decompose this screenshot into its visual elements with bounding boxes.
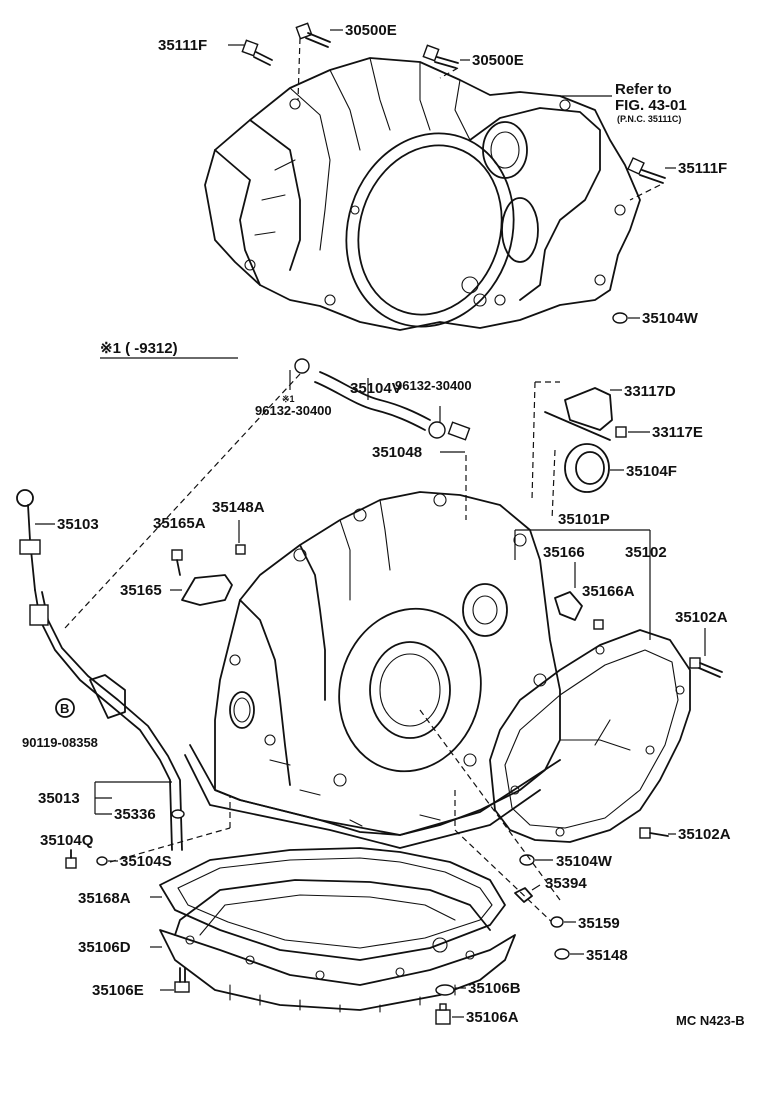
label-35013: 35013 — [38, 790, 80, 807]
label-30500e-top: 30500E — [345, 22, 397, 39]
plug-35148a — [235, 544, 246, 555]
label-35104q: 35104Q — [40, 832, 94, 849]
label-35165a: 35165A — [153, 515, 206, 532]
bracket-35165 — [170, 574, 233, 606]
label-35101p: 35101P — [558, 511, 610, 528]
transaxle-housing — [204, 57, 641, 331]
oil-pan-35106d — [159, 879, 516, 1013]
label-35104w-top: 35104W — [642, 310, 699, 327]
label-35102: 35102 — [625, 544, 667, 561]
label-35168a: 35168A — [78, 890, 131, 907]
label-35102a-bot: 35102A — [678, 826, 731, 843]
circle-b-letter: B — [60, 701, 69, 716]
label-30500e-mid: 30500E — [472, 52, 524, 69]
circle-b-icon: B — [55, 698, 75, 718]
label-35165: 35165 — [120, 582, 162, 599]
label-33117d: 33117D — [624, 383, 676, 400]
top-fasteners — [228, 22, 676, 324]
oil-pan-gasket-35168a — [159, 847, 506, 961]
label-96132-left: 96132-30400 — [255, 403, 332, 418]
oil-seal-35104f — [551, 443, 624, 521]
bolt-35102a-top — [689, 657, 723, 678]
bolt-30500e-top — [295, 22, 331, 48]
label-35166: 35166 — [543, 544, 585, 561]
label-351048: 351048 — [372, 444, 422, 461]
label-35148: 35148 — [586, 947, 628, 964]
label-35102a-top: 35102A — [675, 609, 728, 626]
cover-33117d — [531, 381, 622, 501]
label-35111f-top: 35111F — [158, 37, 207, 54]
label-33117e: 33117E — [652, 424, 703, 441]
bolt-30500e-mid — [422, 44, 459, 69]
label-35106e: 35106E — [92, 982, 144, 999]
label-star1: ※1 — [282, 394, 295, 404]
bolt-35165a — [171, 549, 183, 576]
drain-plug-35106a — [435, 1003, 451, 1025]
label-pnc-35111c: (P.N.C. 35111C) — [617, 114, 681, 124]
bolt-33117e — [615, 426, 650, 438]
bolt-35106e — [174, 967, 190, 993]
label-35104s: 35104S — [120, 853, 172, 870]
bolt-35102a-bot — [639, 827, 669, 839]
label-refer-to: Refer to — [615, 81, 672, 98]
bolt-35111f-top — [241, 39, 273, 66]
label-35166a: 35166A — [582, 583, 635, 600]
label-35111f-right: 35111F — [678, 160, 727, 177]
bolt-35111f-right — [627, 157, 666, 184]
label-35106d: 35106D — [78, 939, 131, 956]
label-35104w-bot: 35104W — [556, 853, 613, 870]
extension-housing-35102 — [489, 629, 691, 843]
label-35106a: 35106A — [466, 1009, 519, 1026]
breather-hose-assembly — [64, 358, 471, 629]
label-35106b: 35106B — [468, 980, 521, 997]
transaxle-case — [184, 491, 561, 849]
gasket-35106b — [435, 984, 455, 996]
label-diagram-code: MC N423-B — [676, 1013, 745, 1028]
label-35104v: 35104V — [350, 380, 402, 397]
label-35148a: 35148A — [212, 499, 265, 516]
plug-35104w-top — [612, 312, 628, 324]
plate-35166 — [554, 591, 604, 630]
label-35159: 35159 — [578, 915, 620, 932]
label-35104f: 35104F — [626, 463, 677, 480]
label-35103: 35103 — [57, 516, 99, 533]
bolt-35104q — [65, 849, 77, 869]
label-fig-43-01: FIG. 43-01 — [615, 97, 687, 114]
label-star-range: ※1 ( -9312) — [100, 340, 178, 357]
label-35336: 35336 — [114, 806, 156, 823]
label-90119-08358: 90119-08358 — [22, 735, 98, 750]
dipstick-35103 — [16, 489, 183, 851]
label-35394: 35394 — [545, 875, 587, 892]
label-96132-right: 96132-30400 — [395, 378, 472, 393]
